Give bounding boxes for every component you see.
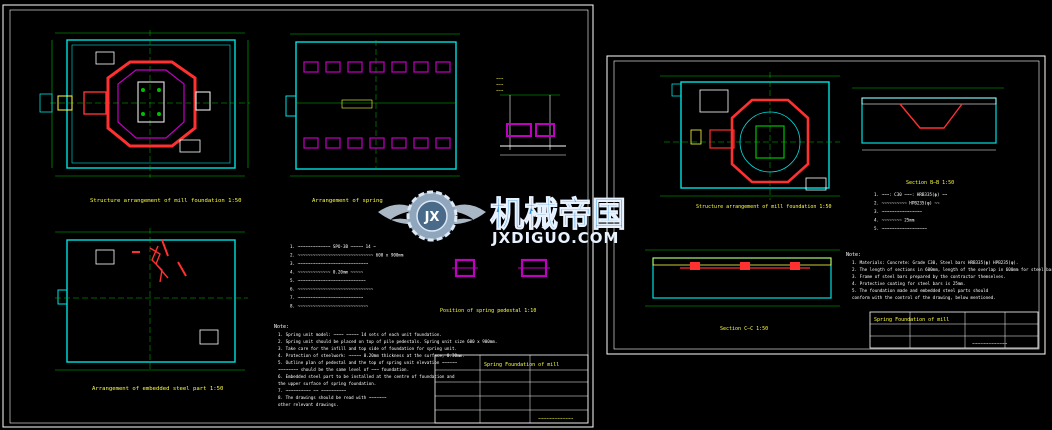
spring-arrangement-plan — [285, 33, 460, 177]
note-line: 2. The length of sections in 600mm, leng… — [852, 267, 1052, 272]
note-line: 6. Embedded steel part to be installed a… — [278, 374, 455, 379]
sheet2-titleblock-name: Spring Foundation of mill — [874, 317, 949, 323]
titleblock-2 — [869, 311, 1039, 349]
sheet1-notes: 1. Spring unit model: ~~~~ ~~~~~ 14 sets… — [278, 332, 497, 407]
cn-note-line: 3. ~~~~~~~~~~~~~~~~ — [874, 209, 922, 214]
watermark-badge: JX — [424, 210, 440, 225]
sheet2-notes: 1. Materials: Concrete: Grade C30, Steel… — [852, 260, 1052, 300]
note-line: 3. Frame of steel bars prepared by the c… — [852, 274, 1006, 279]
note-line: 2. Spring unit should be placed on top o… — [278, 339, 497, 344]
spring-detail-section: ~~~ ~~~ ~~~ — [496, 76, 566, 156]
spring-pedestal — [435, 61, 451, 73]
sheet-2 — [606, 55, 1046, 355]
sheet2-section-cc: Section C—C 1:50 — [720, 326, 768, 332]
note-line: 1. Materials: Concrete: Grade C30, Steel… — [852, 260, 1018, 265]
sheet1-titleblock-name: Spring Foundation of mill — [484, 362, 559, 368]
spring-pedestal-symbols — [452, 258, 550, 278]
watermark-logo: JX 机械帝国 JXDIGUO.COM — [378, 190, 627, 247]
spring-pedestal — [325, 137, 341, 149]
spring-pedestal — [347, 137, 363, 149]
cn-note-line: 7. ~~~~~~~~~~~~~~~~~~~~~~~~~~ — [290, 295, 364, 300]
spring-pedestal — [435, 137, 451, 149]
note-line: ~~~~~~~~ should be the same level of ~~~… — [278, 367, 409, 372]
note-line: 3. Take care for the infill and top side… — [278, 346, 457, 351]
note-line: the upper surface of spring foundation. — [278, 381, 376, 386]
sheet2-notes-heading: Note: — [846, 252, 861, 258]
sheet2-company: ~~~~~~~~~~~~~ — [972, 342, 1008, 347]
sheet2-section-bb: Section B—B 1:50 — [906, 180, 954, 186]
spring-pedestal — [391, 137, 407, 149]
spring-pedestal — [413, 61, 429, 73]
sheet-2-frame — [606, 55, 1046, 355]
spring-pedestal — [391, 61, 407, 73]
note-line: 8. The drawings should be read with ~~~~… — [278, 395, 387, 400]
spring-pedestal — [369, 61, 385, 73]
spring-pedestal — [325, 61, 341, 73]
sheet1-notes-heading: Note: — [274, 324, 289, 330]
sheet1-company: ~~~~~~~~~~~~~ — [538, 417, 574, 422]
spring-pedestal — [303, 137, 319, 149]
cn-note-line: 2. ~~~~~~~~~~ HPB235(φ) ~~ — [874, 201, 940, 206]
cn-note-line: 6. ~~~~~~~~~~~~~~~~~~~~~~~~~~~~~~ — [290, 287, 374, 292]
section-c-c — [645, 249, 840, 307]
svg-text:~~~: ~~~ — [496, 88, 504, 93]
sheet1-cn-notes: 1. ~~~~~~~~~~~~~ SPO-3B ~~~~~ 14 ~ 2. ~~~… — [290, 244, 404, 309]
note-line: 7. ~~~~~~~~~~ ~~ ~~~~~~~~~~ — [278, 388, 347, 393]
svg-text:~~~: ~~~ — [496, 76, 504, 81]
sheet-1: ~~~ ~~~ ~~~ — [2, 4, 594, 428]
spring-pedestal — [369, 137, 385, 149]
cn-note-line: 1. ~~~~~~~~~~~~~ SPO-3B ~~~~~ 14 ~ — [290, 244, 376, 249]
sheet1-title-spring: Arrangement of spring — [312, 198, 383, 204]
note-line: 1. Spring unit model: ~~~~ ~~~~~ 14 sets… — [278, 332, 442, 337]
spring-pedestal — [303, 61, 319, 73]
embedded-steel-plan — [55, 228, 248, 372]
note-line: 5. Outline plan of pedestal and the top … — [278, 360, 457, 365]
note-line: other relevant drawings. — [278, 402, 339, 407]
watermark-cn: 机械帝国 — [490, 195, 626, 235]
titleblock-1 — [434, 354, 589, 424]
cn-note-line: 3. ~~~~~~~~~~~~~~~~~~~~~~~~~~~~ — [290, 261, 369, 266]
cn-note-line: 8. ~~~~~~~~~~~~~~~~~~~~~~~~~~~~ — [290, 304, 369, 309]
watermark-url: JXDIGUO.COM — [491, 229, 619, 247]
mill-plan-2 — [660, 72, 840, 200]
sheet2-title-plan: Structure arrangement of mill foundation… — [696, 204, 831, 210]
sheet1-spring-caption: Position of spring pedestal 1:10 — [440, 308, 536, 314]
cn-note-line: 4. ~~~~~~~~~~~~~ 0.20mm ~~~~~ — [290, 270, 364, 275]
svg-text:~~~: ~~~ — [496, 82, 504, 87]
cn-note-line: 5. ~~~~~~~~~~~~~~~~~~ — [874, 226, 927, 231]
mill-foundation-plan — [39, 30, 250, 178]
spring-pedestal — [413, 137, 429, 149]
sheet1-title-embedded: Arrangement of embedded steel part 1:50 — [92, 386, 223, 392]
sheet-1-frame — [2, 4, 594, 428]
cn-note-line: 2. ~~~~~~~~~~~~~~~~~~~~~~~~~~~~~~ 600 x … — [290, 253, 404, 258]
cn-note-line: 1. ~~~: C30 ~~~: HRB335(ϕ) ~~ — [874, 192, 948, 197]
sheet1-title-mill: Structure arrangement of mill foundation… — [90, 198, 242, 204]
note-line: conform with the control of the drawing,… — [852, 295, 996, 300]
cn-note-line: 4. ~~~~~~~~ 25mm — [874, 218, 915, 223]
note-line: 4. Protective coating for steel bars is … — [852, 281, 965, 286]
cn-note-line: 5. ~~~~~~~~~~~~~~~~~~~~~~~~~~~ — [290, 278, 366, 283]
note-line: 4. Protection of steelwork: ~~~~~ 0.20mm… — [278, 353, 465, 358]
sheet2-cn-notes: 1. ~~~: C30 ~~~: HRB335(ϕ) ~~ 2. ~~~~~~~~… — [874, 192, 948, 231]
section-b-b — [852, 87, 1004, 151]
note-line: 5. The foundation made and embedded stee… — [852, 288, 989, 293]
spring-pedestal — [347, 61, 363, 73]
